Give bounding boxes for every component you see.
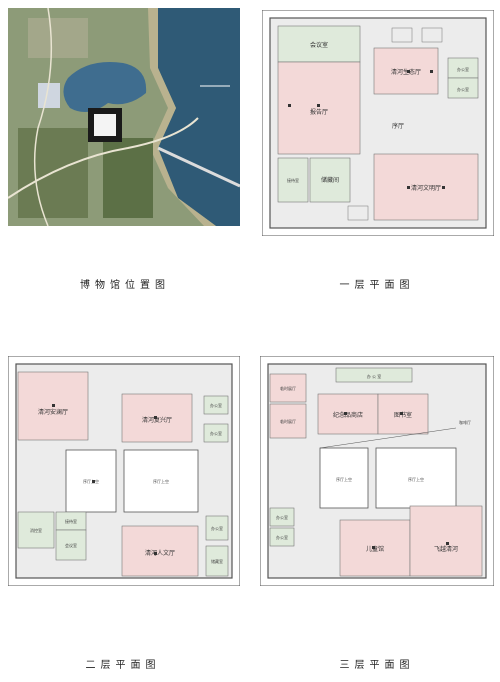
floor3-temp2-label: 临时展厅	[280, 418, 296, 424]
floor2-storage	[205, 545, 229, 577]
floor2-void-2	[123, 449, 199, 513]
floor1-lobby-label: 序厅	[392, 122, 404, 130]
floor1-civilization-hall	[373, 153, 479, 221]
site-map-caption: 博物馆位置图	[80, 280, 170, 291]
floor3-feiyue-label: 飞越清河	[434, 545, 458, 553]
floor1-meeting-room	[277, 25, 361, 63]
floor3-plan: 临时展厅 临时展厅 办 公 室 纪念品商店 图书室 咖啡厅 序厅上空 序厅上空 …	[260, 356, 494, 586]
floor2-reception-label: 接待室	[65, 518, 77, 524]
floor3-souvenir-shop	[317, 393, 379, 435]
floor2-office-bottom	[205, 515, 229, 541]
floor2-void1-label: 序厅上空	[83, 478, 99, 484]
floor1-office2-label: 办公室	[457, 86, 469, 92]
floor2-office-bottom-label: 办公室	[211, 525, 223, 531]
floor2-plan: 清河安澜厅 清河复兴厅 办公室 办公室 序厅上空 序厅上空 消控室 接待室 会议…	[8, 356, 240, 586]
floor1-office1-label: 办公室	[457, 66, 469, 72]
floor1-ecology-label: 清河生态厅	[391, 68, 421, 76]
floor2-storage-label: 储藏室	[211, 558, 223, 564]
floor1-civilization-label: 清河文明厅	[411, 184, 441, 192]
floor2-monitor-room	[17, 511, 55, 549]
floor1-lecture-hall	[277, 61, 361, 155]
floor2-void2-label: 序厅上空	[153, 478, 169, 484]
floor2-fuxing-label: 清河复兴厅	[142, 416, 172, 424]
floor2-caption: 二层平面图	[85, 660, 161, 671]
floor3-children-label: 儿童馆	[366, 545, 384, 553]
site-map-panel	[8, 8, 240, 226]
floor3-void-2	[375, 447, 457, 509]
floor3-cafe-label: 咖啡厅	[459, 419, 471, 425]
floor1-reception	[277, 157, 309, 203]
floor1-storage	[309, 157, 351, 203]
floor3-library	[377, 393, 429, 435]
floor3-feiyue-hall	[409, 505, 483, 577]
floor2-office-right	[203, 423, 229, 443]
floor3-temp-hall-2	[269, 403, 307, 439]
floor2-office-top	[203, 395, 229, 415]
floor2-office-top-label: 办公室	[210, 402, 222, 408]
floor3-souvenir-label: 纪念品商店	[333, 411, 363, 419]
floor3-caption: 三层平面图	[339, 660, 415, 671]
floor1-plan: 会议室 报告厅 清河生态厅 办公室 办公室 序厅 接待室 储藏间 清河文明厅	[262, 10, 494, 236]
floor1-caption: 一层平面图	[339, 280, 415, 291]
floor2-meeting-label: 会议室	[65, 542, 77, 548]
floor3-office-1	[269, 507, 295, 527]
floor3-office2-label: 办公室	[276, 534, 288, 540]
floor1-ecology-hall	[373, 47, 439, 95]
floor3-office-top	[335, 367, 413, 383]
floor2-renwen-hall	[121, 525, 199, 577]
floor2-office-right-label: 办公室	[210, 430, 222, 436]
floor1-lecture-label: 报告厅	[310, 108, 328, 116]
floor3-void-1	[319, 447, 369, 509]
floor1-office-2	[447, 77, 479, 99]
floor3-office-2	[269, 527, 295, 547]
floor3-temp1-label: 临时展厅	[280, 385, 296, 391]
floor2-monitor-label: 消控室	[30, 527, 42, 533]
floor2-meeting-room	[55, 529, 87, 561]
floor2-void-1	[65, 449, 117, 513]
floor3-office1-label: 办公室	[276, 514, 288, 520]
floor2-anlan-label: 清河安澜厅	[38, 408, 68, 416]
floor3-library-label: 图书室	[394, 411, 412, 419]
floor3-temp-hall-1	[269, 373, 307, 403]
floor2-renwen-label: 清河人文厅	[145, 549, 175, 557]
site-map-image	[8, 8, 240, 226]
floor1-meeting-label: 会议室	[310, 41, 328, 49]
floor1-storage-label: 储藏间	[321, 176, 339, 184]
floor1-reception-label: 接待室	[287, 177, 299, 183]
floor3-void2-label: 序厅上空	[408, 476, 424, 482]
floor3-office-top-label: 办 公 室	[367, 373, 382, 379]
floor3-void1-label: 序厅上空	[336, 476, 352, 482]
